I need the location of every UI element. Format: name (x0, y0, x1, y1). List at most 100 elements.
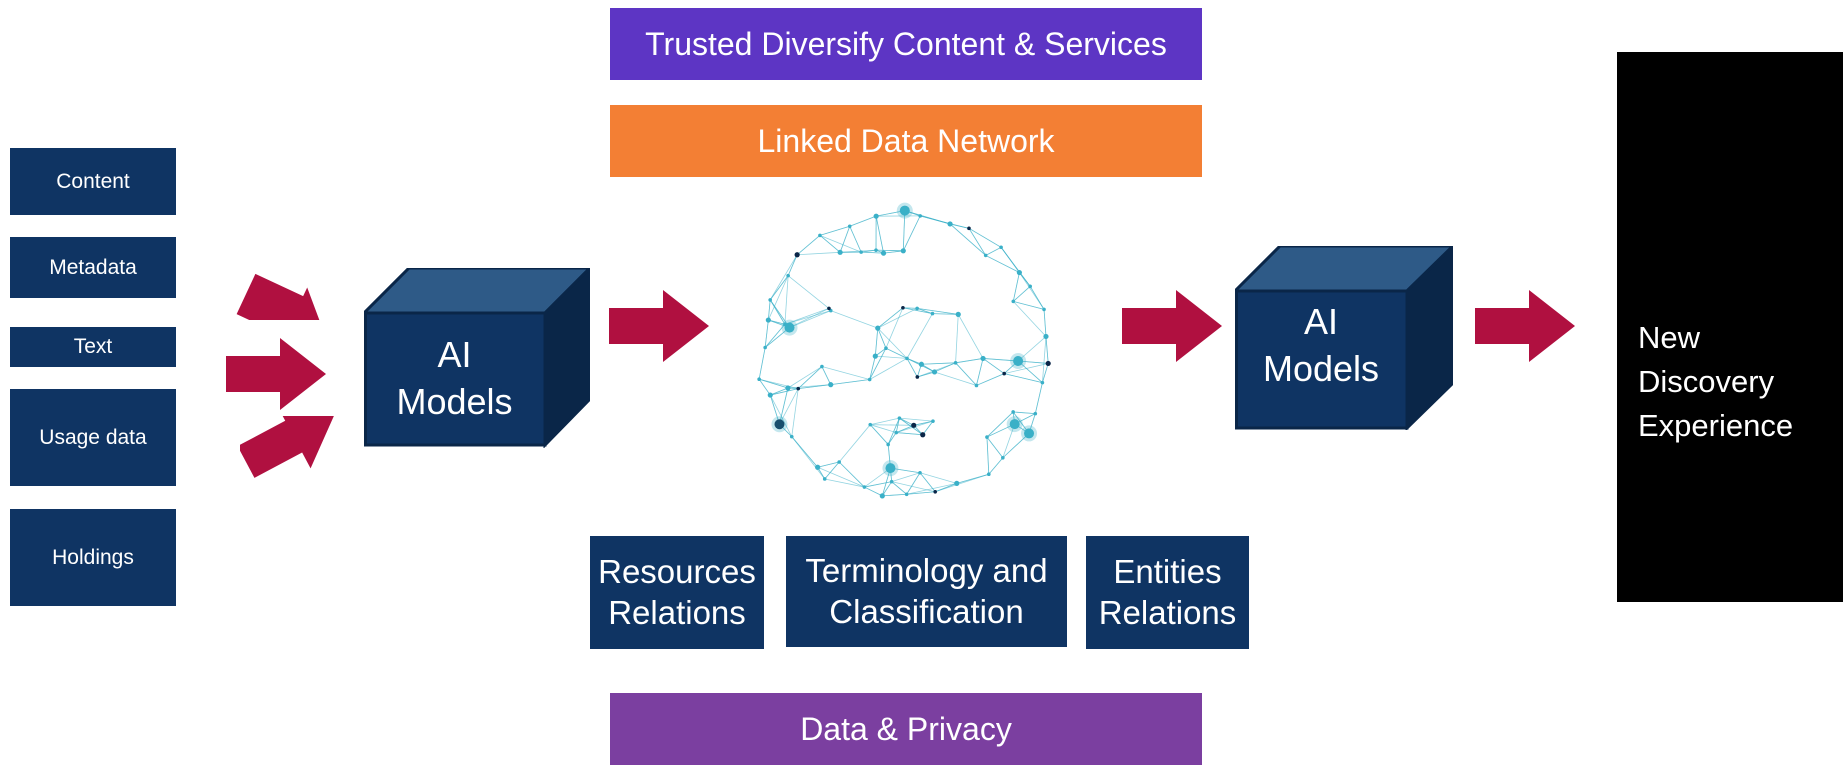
network-edge (906, 491, 936, 495)
network-edge (882, 493, 907, 497)
network-edge (817, 461, 840, 468)
network-edge (985, 246, 1002, 256)
network-edge (821, 366, 870, 380)
network-edge (791, 388, 799, 437)
output-line2: Discovery (1638, 364, 1775, 400)
network-edge (986, 437, 990, 475)
network-node (983, 253, 988, 258)
banner-data-privacy-label: Data & Privacy (800, 710, 1012, 747)
network-node (894, 430, 899, 435)
terminology-classification-box: Terminology and Classification (786, 536, 1067, 647)
network-node (905, 356, 909, 361)
input-label: Usage data (39, 425, 147, 449)
network-edge (787, 366, 823, 389)
network-edge (1013, 286, 1031, 302)
network-edge (830, 379, 870, 386)
network-node (1011, 410, 1015, 414)
network-node (999, 245, 1003, 250)
network-edge (819, 225, 850, 236)
arrow-to-output (1475, 290, 1575, 362)
network-node (933, 489, 938, 494)
network-node (868, 422, 873, 427)
network-node (1043, 333, 1049, 340)
network-node (827, 306, 831, 311)
network-node (1028, 284, 1032, 289)
network-node (1040, 380, 1045, 385)
arrow-input-top (236, 246, 342, 320)
network-edge (787, 384, 831, 389)
network-node (1024, 428, 1035, 439)
network-edge (784, 275, 789, 325)
network-edge (976, 373, 1005, 386)
network-edge (949, 223, 986, 256)
network-node (822, 477, 827, 481)
network-edge (819, 235, 841, 253)
network-edge (902, 307, 918, 309)
network-node (953, 361, 958, 365)
network-edge (759, 378, 799, 390)
network-edge (883, 250, 904, 254)
network-edge (789, 308, 830, 328)
network-edge (983, 358, 1019, 362)
network-edge (955, 314, 959, 363)
network-edge (875, 216, 884, 254)
network-edge (955, 362, 977, 386)
network-node (757, 377, 761, 381)
network-node-halo (1021, 425, 1038, 442)
network-edge (968, 228, 987, 256)
network-node (974, 383, 979, 388)
ai-models-line2: Models (1262, 348, 1380, 389)
network-edge (887, 417, 900, 445)
network-node (859, 250, 863, 254)
network-edge (1013, 301, 1045, 310)
network-edge (891, 481, 907, 495)
network-node (818, 233, 822, 238)
network-edge (919, 472, 936, 493)
network-node (1033, 411, 1038, 416)
network-edge (796, 235, 821, 256)
network-edge (791, 436, 818, 468)
input-holdings: Holdings (10, 509, 176, 606)
network-node-halo (896, 202, 913, 219)
resources-relations-box: Resources Relations (590, 536, 764, 649)
network-edge (864, 467, 891, 488)
network-edge (1000, 247, 1031, 287)
terminology-line1: Terminology and (805, 552, 1048, 590)
network-edge (838, 424, 871, 463)
network-edge (988, 457, 1004, 475)
network-node (885, 463, 896, 474)
network-node (872, 353, 878, 359)
network-edge (824, 461, 840, 480)
network-edge (768, 319, 786, 325)
network-edge (902, 210, 906, 251)
network-node (915, 306, 919, 311)
network-node (901, 305, 905, 310)
network-edge (758, 378, 771, 396)
network-node (931, 419, 935, 423)
network-edge (902, 307, 933, 314)
network-node-halo (882, 460, 899, 477)
network-node (873, 213, 879, 219)
network-edge (870, 424, 914, 426)
network-edge (819, 234, 862, 253)
ai-models-line1: AI (1303, 301, 1338, 343)
network-edge (957, 314, 984, 359)
banner-linked-data-network: Linked Data Network (610, 105, 1202, 177)
network-node (784, 322, 795, 333)
network-edge (869, 424, 889, 445)
input-usage-data: Usage data (10, 389, 176, 486)
ai-models-label-right: AI Models (1235, 291, 1407, 401)
network-edge (770, 387, 789, 396)
network-node (796, 386, 801, 391)
network-edge (764, 319, 769, 348)
network-edge (767, 299, 771, 321)
network-edge (986, 423, 1015, 438)
network-edge (1012, 272, 1020, 302)
network-node (886, 442, 890, 447)
entities-relations-line1: Entities (1113, 553, 1222, 591)
network-edge (797, 366, 823, 389)
network-edge (874, 328, 879, 357)
network-edge (887, 432, 897, 445)
network-node (911, 422, 917, 428)
network-node (794, 252, 800, 258)
